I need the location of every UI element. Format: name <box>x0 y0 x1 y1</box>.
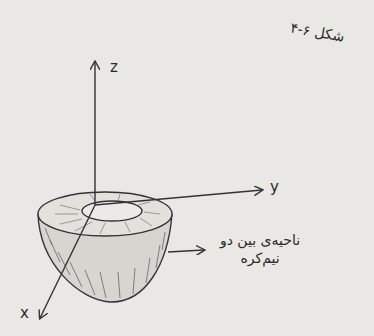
axis-label: x <box>20 304 29 323</box>
figure-caption: شکل ۶-۴ <box>289 19 346 46</box>
axis-label: y <box>270 178 279 197</box>
callout-note: ناحیه‌ی بین دو نیم‌کره <box>210 232 310 267</box>
axis-label: z <box>110 58 118 77</box>
